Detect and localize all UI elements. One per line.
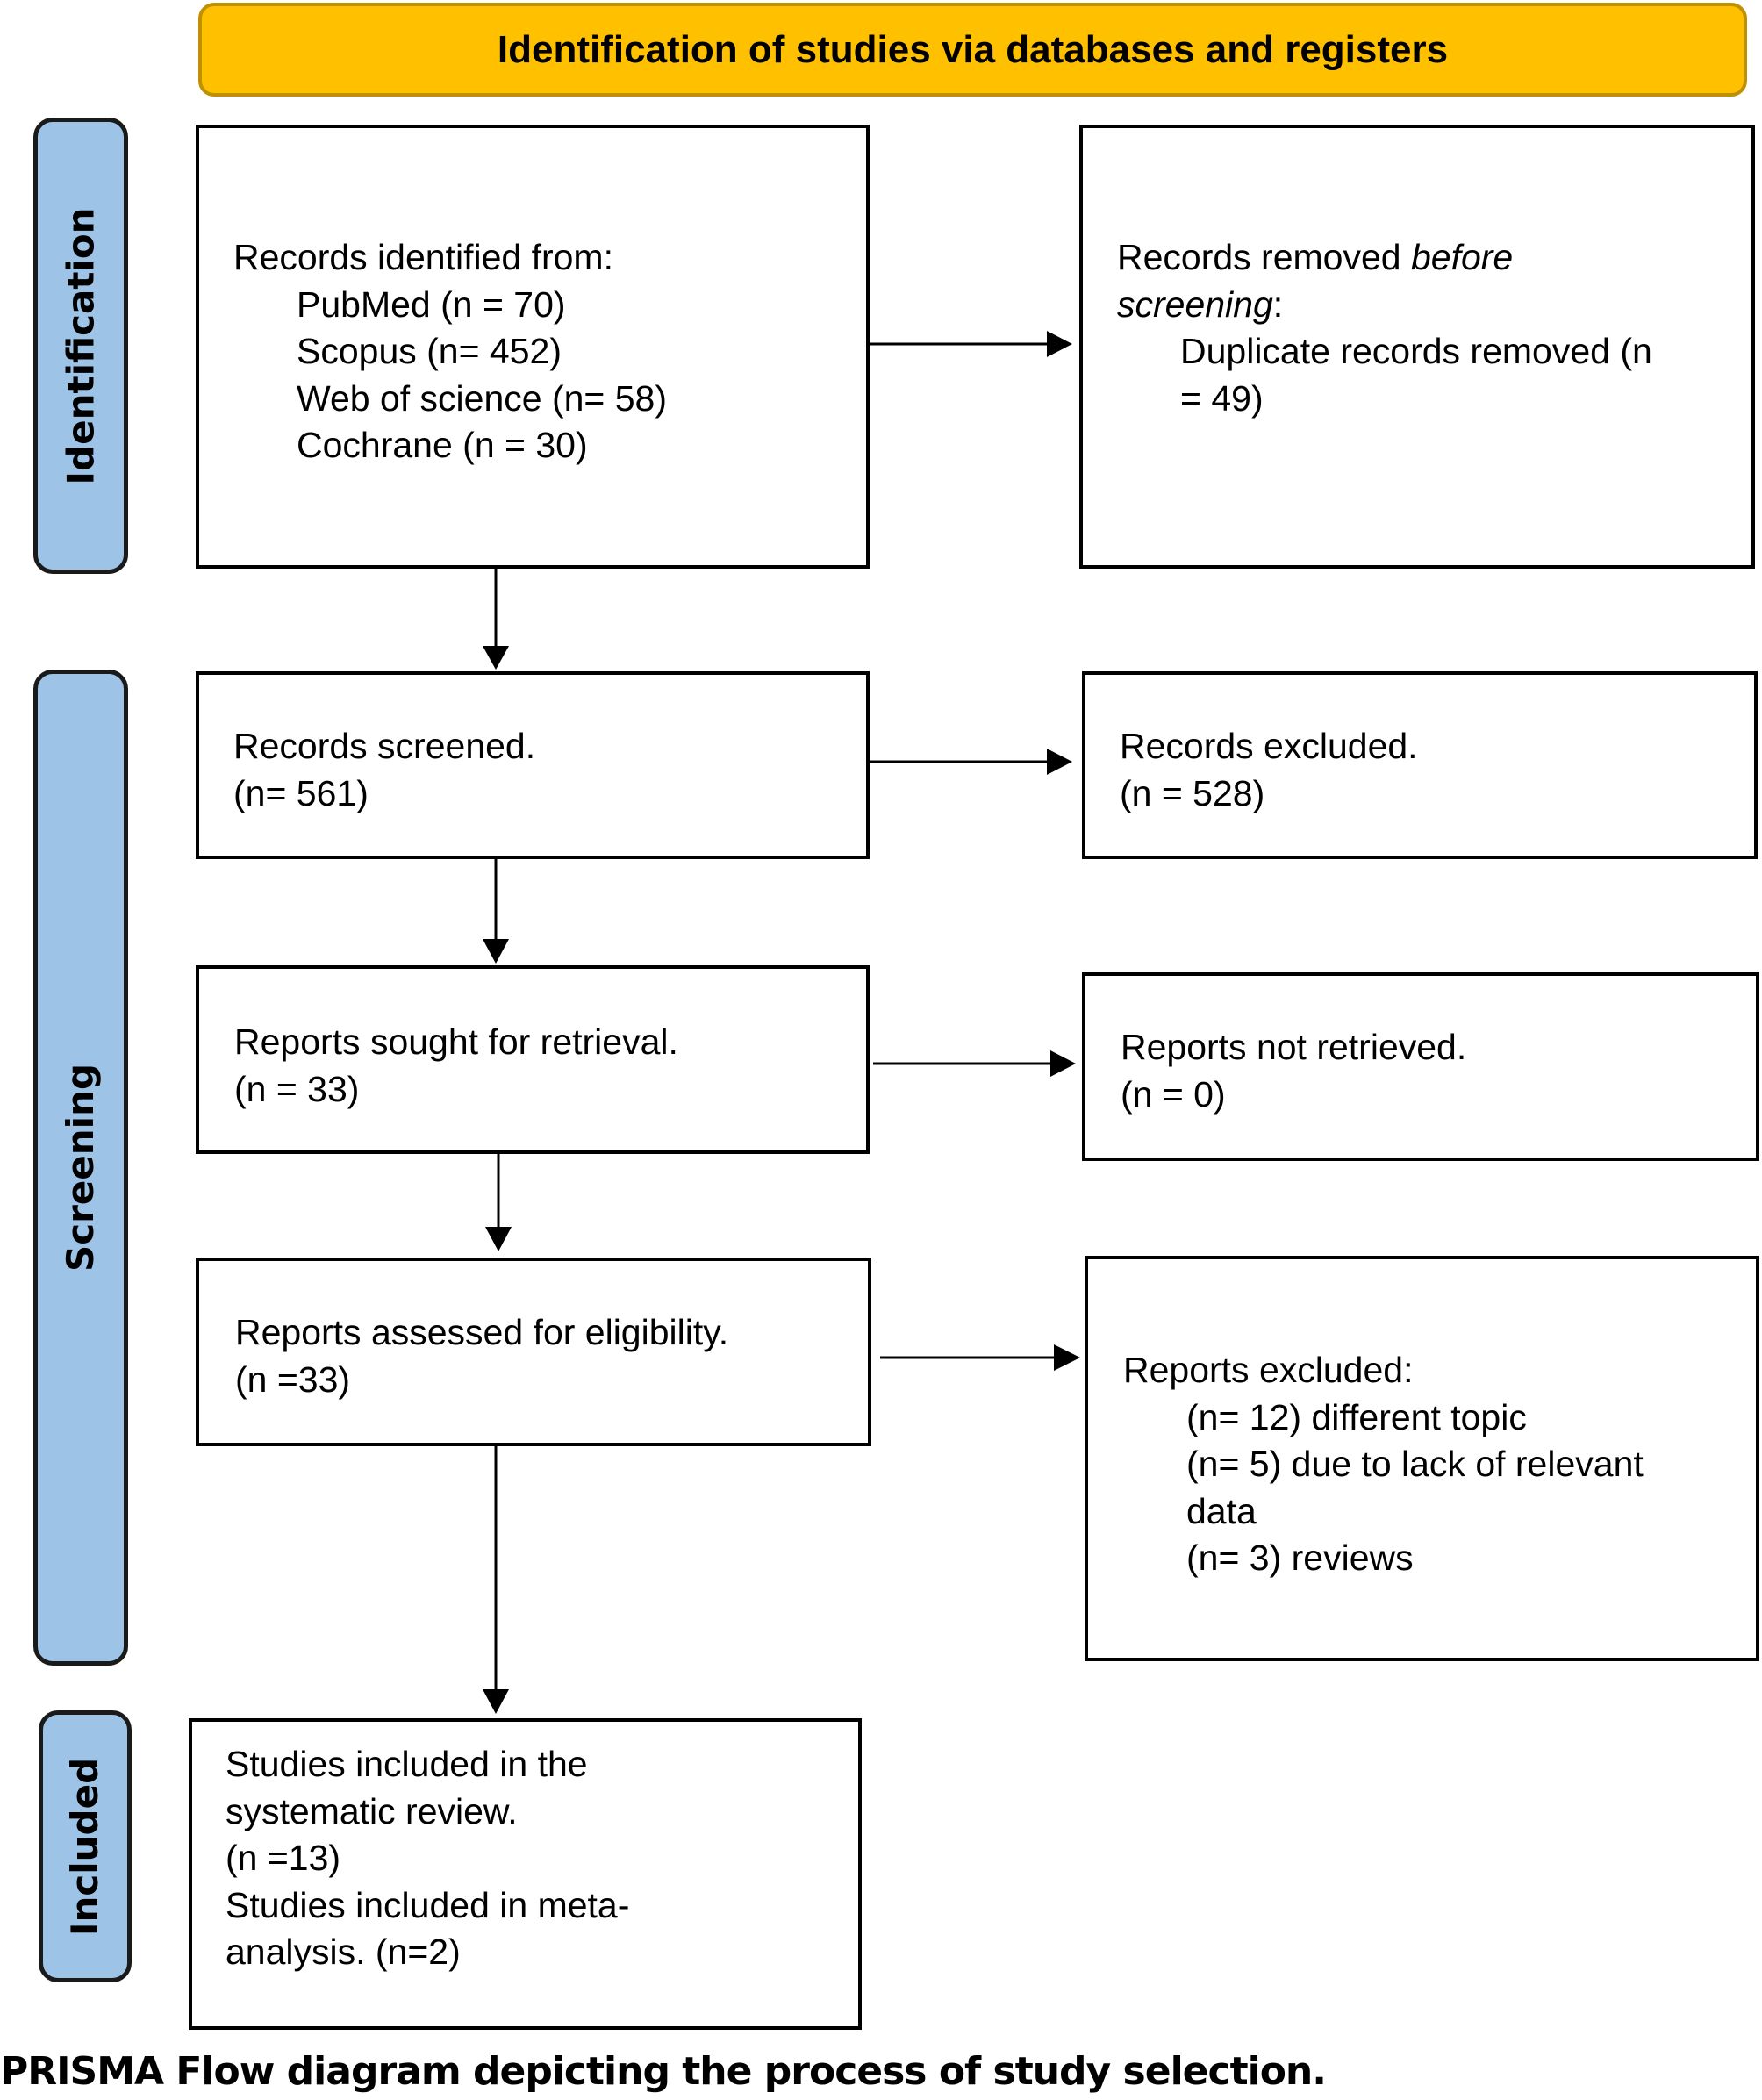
source-item: PubMed (n = 70) [297,283,566,325]
source-item: Web of science (n= 58) [297,377,667,419]
studies-included-box: Studies included in the systematic revie… [189,1718,862,2030]
exclusion-reason: data [1186,1490,1257,1531]
duplicates-count: = 49) [1180,377,1264,419]
reports-sought-box: Reports sought for retrieval. (n = 33) [196,965,870,1154]
box-label: Reports not retrieved. [1121,1027,1467,1067]
box-label: Reports assessed for eligibility. [235,1312,729,1352]
box-heading: Reports excluded: [1123,1350,1414,1390]
exclusion-reason: (n= 12) different topic [1186,1396,1527,1437]
records-identified-box: Records identified from: PubMed (n = 70)… [196,125,870,569]
source-item: Scopus (n= 452) [297,331,562,371]
included-line: Studies included in meta- [226,1884,630,1925]
box-label: Records screened. [233,726,536,766]
arrowhead [485,1227,512,1251]
included-line: analysis. (n=2) [226,1932,461,1972]
box-label: Records excluded. [1120,726,1418,766]
arrowhead [1047,749,1072,775]
box-heading: Records removed before [1117,237,1514,277]
header-title: Identification of studies via databases … [497,27,1449,71]
reports-not-retrieved-box: Reports not retrieved. (n = 0) [1082,972,1759,1161]
figure-caption: PRISMA Flow diagram depicting the proces… [0,2049,1327,2094]
records-excluded-box: Records excluded. (n = 528) [1082,671,1758,859]
box-count: (n =33) [235,1358,351,1400]
box-count: (n = 33) [234,1068,360,1109]
box-count: (n= 561) [233,772,369,813]
phase-included: Included [39,1710,132,1982]
box-heading-cont: screening: [1117,283,1284,325]
source-item: Cochrane (n = 30) [297,425,588,465]
records-removed-box: Records removed before screening: Duplic… [1079,125,1755,569]
included-line: systematic review. [226,1790,518,1831]
included-line: Studies included in the [226,1744,588,1784]
arrowhead [1054,1344,1080,1371]
arrowhead [483,646,509,670]
arrowhead [1050,1050,1076,1077]
phase-screening: Screening [33,670,128,1666]
arrowhead [483,1689,509,1714]
header-banner: Identification of studies via databases … [198,3,1747,97]
box-heading: Records identified from: [233,237,613,277]
box-count: (n = 0) [1121,1073,1226,1115]
arrowhead [1047,331,1072,357]
arrowhead [483,939,509,964]
phase-identification: Identification [33,118,128,574]
box-label: Reports sought for retrieval. [234,1021,678,1062]
exclusion-reason: (n= 5) due to lack of relevant [1186,1444,1644,1484]
box-count: (n = 528) [1120,772,1265,813]
reports-excluded-box: Reports excluded: (n= 12) different topi… [1085,1256,1759,1661]
included-line: (n =13) [226,1838,341,1878]
records-screened-box: Records screened. (n= 561) [196,671,870,859]
duplicates-line: Duplicate records removed (n [1180,331,1652,371]
reports-assessed-box: Reports assessed for eligibility. (n =33… [196,1258,871,1446]
exclusion-reason: (n= 3) reviews [1186,1537,1414,1578]
